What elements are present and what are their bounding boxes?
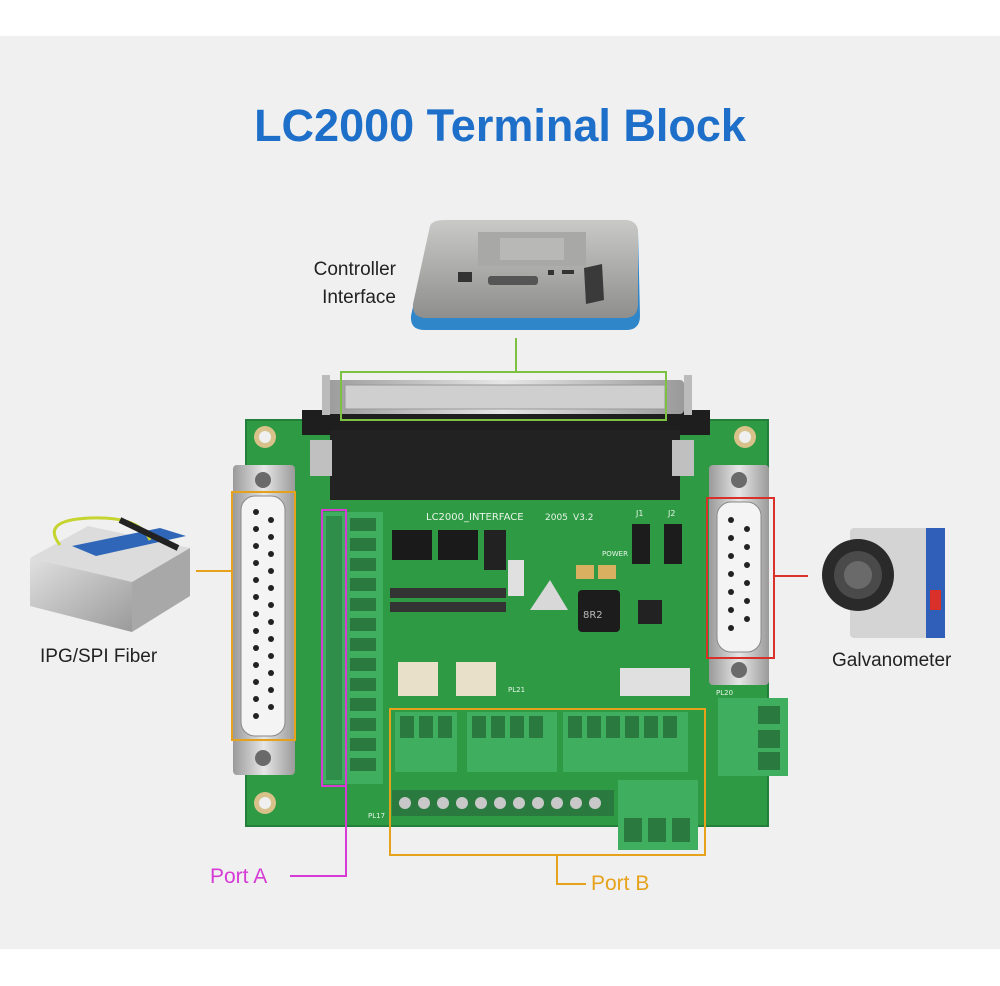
galvo-scanner-head-icon xyxy=(822,528,945,638)
db15-pins xyxy=(728,517,750,631)
label-fiber: IPG/SPI Fiber xyxy=(40,646,158,667)
silk-pl17: PL17 xyxy=(368,812,385,820)
galvo-highlight-box xyxy=(706,497,775,659)
fiber-laser-module-icon xyxy=(30,516,190,632)
label-port-b: Port B xyxy=(591,872,650,895)
silk-pl21: PL21 xyxy=(508,686,525,694)
terminal-strip-port-a xyxy=(321,512,383,784)
page-title: LC2000 Terminal Block xyxy=(254,100,746,151)
label-port-a: Port A xyxy=(210,865,268,888)
silk-j2: J2 xyxy=(667,509,675,518)
silk-power: POWER xyxy=(602,550,628,558)
label-controller-line2: Interface xyxy=(322,287,396,308)
silk-board-name: LC2000_INTERFACE xyxy=(426,512,524,523)
handheld-controller-icon xyxy=(410,220,640,330)
port-b-highlight-box xyxy=(389,708,706,856)
port-b-connector-line xyxy=(556,856,586,885)
db25-pins xyxy=(253,509,274,719)
terminal-blocks-port-b xyxy=(392,698,788,850)
pcb-components xyxy=(390,524,690,696)
label-controller-line1: Controller xyxy=(313,259,396,280)
controller-highlight-box xyxy=(340,371,667,421)
silk-date: 2005 xyxy=(545,513,568,523)
silk-version: V3.2 xyxy=(573,513,593,523)
db15-connector-right xyxy=(709,465,769,685)
silk-ic-code: 8R2 xyxy=(583,610,603,621)
db25-connector-left xyxy=(233,465,295,775)
label-galvanometer: Galvanometer xyxy=(832,650,952,671)
port-a-highlight-box xyxy=(321,509,347,787)
silk-pl20: PL20 xyxy=(716,689,733,697)
port-a-connector-line xyxy=(290,786,347,877)
silk-j1: J1 xyxy=(635,509,643,518)
label-controller-interface: Controller Interface xyxy=(290,256,396,312)
db-connector-top xyxy=(302,375,710,500)
fiber-highlight-box xyxy=(231,491,296,741)
